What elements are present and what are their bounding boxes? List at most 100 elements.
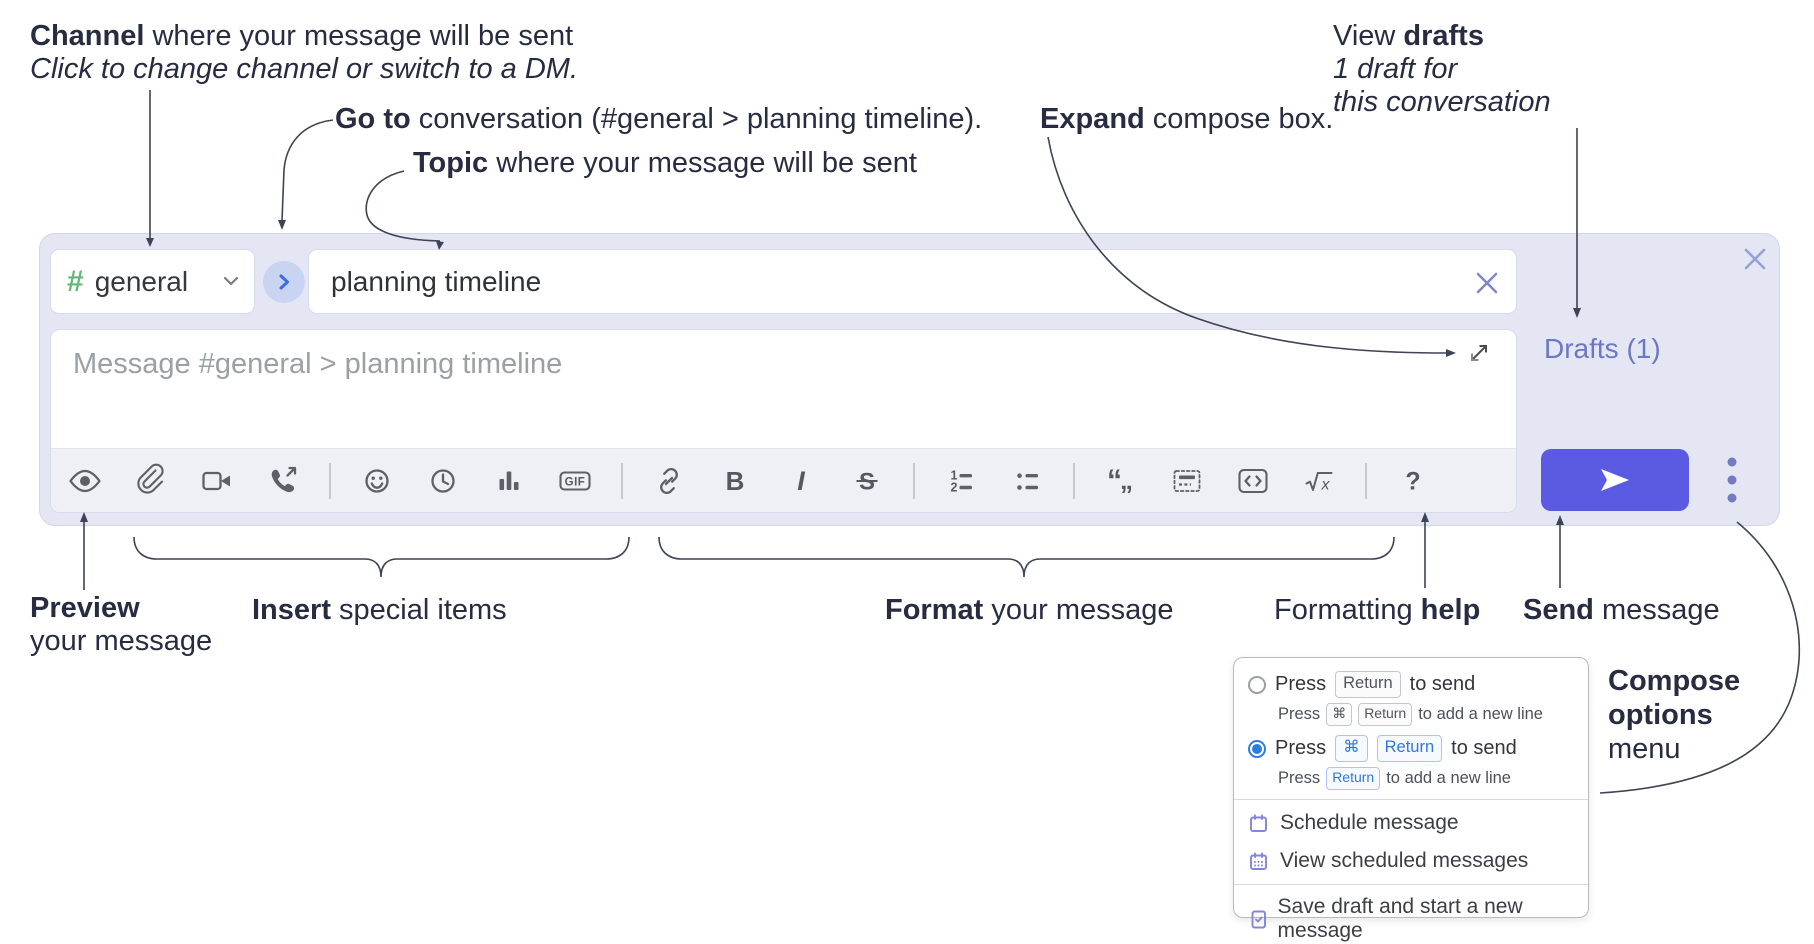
topic-clear-button[interactable]: [1474, 270, 1500, 296]
channel-selector[interactable]: # general: [50, 249, 255, 314]
numbered-list-icon: 1 2: [951, 468, 972, 494]
svg-text:GIF: GIF: [565, 476, 586, 488]
attach-paperclip-icon: [137, 463, 164, 494]
quote-icon: “ „: [1107, 464, 1133, 497]
emoji-icon: [365, 468, 389, 493]
topic-input-value: planning timeline: [331, 265, 542, 297]
svg-text:2: 2: [951, 480, 958, 494]
radio-icon[interactable]: [1248, 675, 1266, 694]
compose-options-annotation-line1: Compose: [1608, 665, 1741, 697]
drafts-link[interactable]: Drafts (1): [1544, 333, 1661, 364]
menu-item-save-draft[interactable]: Save draft and start a new message: [1234, 888, 1588, 944]
expand-compose-button[interactable]: [1466, 340, 1492, 366]
link-icon: [660, 467, 678, 494]
cmd-key: ⌘: [1326, 703, 1353, 726]
italic-button[interactable]: I: [781, 461, 821, 501]
math-button[interactable]: x: [1299, 461, 1339, 501]
insert-annotation: Insert special items: [252, 594, 507, 627]
radio-selected-icon[interactable]: [1248, 739, 1266, 758]
goto-annotation: Go to conversation (#general > planning …: [335, 103, 982, 136]
close-icon: [1744, 248, 1766, 270]
preview-annotation-lead: Preview: [30, 592, 140, 624]
compose-options-button[interactable]: [1718, 451, 1746, 509]
bold-button[interactable]: B: [715, 461, 755, 501]
return-key: Return: [1326, 767, 1381, 790]
svg-text:x: x: [1321, 476, 1331, 493]
insert-annotation-lead: Insert: [252, 594, 331, 626]
svg-text:B: B: [726, 466, 745, 496]
option-text: to send: [1409, 673, 1476, 695]
spoiler-button[interactable]: [1167, 461, 1207, 501]
menu-item-view-scheduled[interactable]: View scheduled messages: [1234, 842, 1588, 880]
toolbar-divider: [1073, 462, 1075, 499]
topic-input[interactable]: planning timeline: [308, 249, 1517, 314]
menu-item-label: Schedule message: [1280, 811, 1459, 834]
svg-text:1: 1: [951, 468, 958, 482]
emoji-button[interactable]: [357, 461, 397, 501]
svg-text:„: „: [1120, 465, 1133, 495]
expand-annotation-lead: Expand: [1040, 103, 1145, 135]
calendar-grid-icon: [1250, 852, 1267, 870]
svg-text:?: ?: [1405, 467, 1420, 495]
go-to-conversation-button[interactable]: [263, 261, 305, 303]
topic-annotation-rest: where your message will be sent: [488, 147, 917, 179]
quote-button[interactable]: “ „: [1101, 461, 1141, 501]
message-box[interactable]: Message #general > planning timeline: [50, 329, 1517, 513]
radio-enter-to-send-subtext: Press ⌘ Return to add a new line: [1278, 703, 1574, 726]
menu-item-label: View scheduled messages: [1280, 849, 1529, 872]
formatting-help-button[interactable]: ?: [1393, 461, 1433, 501]
time-icon: [431, 468, 455, 493]
link-button[interactable]: [649, 461, 689, 501]
channel-annotation-lead: Channel: [30, 20, 145, 52]
gif-icon: GIF: [559, 470, 591, 491]
bold-icon: B: [726, 466, 745, 496]
expand-diagonal-icon: [1471, 345, 1487, 361]
channel-annotation: Channel where your message will be sent …: [30, 20, 578, 86]
attach-file-button[interactable]: [131, 461, 171, 501]
gif-button[interactable]: GIF: [555, 461, 595, 501]
return-key: Return: [1376, 735, 1443, 762]
format-annotation: Format your message: [885, 594, 1174, 627]
poll-button[interactable]: [489, 461, 529, 501]
formatting-help-annotation: Formatting help: [1274, 594, 1480, 627]
menu-item-schedule-message[interactable]: Schedule message: [1234, 804, 1588, 842]
expand-annotation-rest: compose box.: [1144, 103, 1334, 135]
save-draft-icon: [1251, 910, 1266, 928]
bulleted-list-button[interactable]: [1007, 461, 1047, 501]
svg-text:“: “: [1107, 464, 1122, 497]
drafts-annotation-line3: this conversation: [1333, 86, 1551, 118]
time-button[interactable]: [423, 461, 463, 501]
goto-annotation-lead: Go to: [335, 103, 411, 135]
send-paper-plane-icon: [1601, 469, 1629, 491]
radio-cmd-enter-to-send[interactable]: Press ⌘ Return to send: [1248, 735, 1574, 762]
option-text: to send: [1451, 737, 1517, 759]
send-button[interactable]: [1541, 449, 1689, 511]
radio-enter-to-send[interactable]: Press Return to send: [1248, 671, 1574, 698]
toolbar-divider: [1365, 462, 1367, 499]
video-call-button[interactable]: [197, 461, 237, 501]
topic-annotation-lead: Topic: [413, 147, 489, 179]
toolbar-divider: [329, 462, 331, 499]
svg-text:I: I: [797, 466, 805, 496]
channel-name: general: [94, 265, 189, 297]
numbered-list-button[interactable]: 1 2: [941, 461, 981, 501]
menu-divider: [1234, 884, 1588, 885]
topic-annotation: Topic where your message will be sent: [413, 147, 917, 180]
close-compose-button[interactable]: [1741, 245, 1769, 273]
cmd-key: ⌘: [1335, 735, 1368, 762]
compose-options-annotation: Compose options menu: [1608, 664, 1740, 766]
channel-annotation-rest: where your message will be sent: [144, 20, 574, 52]
bulleted-list-icon: [1017, 472, 1038, 490]
strikethrough-button[interactable]: S: [847, 461, 887, 501]
radio-cmd-enter-to-send-subtext: Press Return to add a new line: [1278, 767, 1574, 790]
preview-annotation-line2: your message: [30, 625, 213, 657]
compose-options-annotation-line3: menu: [1608, 733, 1681, 765]
preview-button[interactable]: [65, 461, 105, 501]
send-annotation: Send message: [1523, 594, 1720, 627]
send-annotation-rest: message: [1593, 594, 1720, 626]
voice-call-button[interactable]: [263, 461, 303, 501]
code-button[interactable]: [1233, 461, 1273, 501]
format-annotation-rest: your message: [983, 594, 1174, 626]
return-key: Return: [1335, 671, 1401, 698]
